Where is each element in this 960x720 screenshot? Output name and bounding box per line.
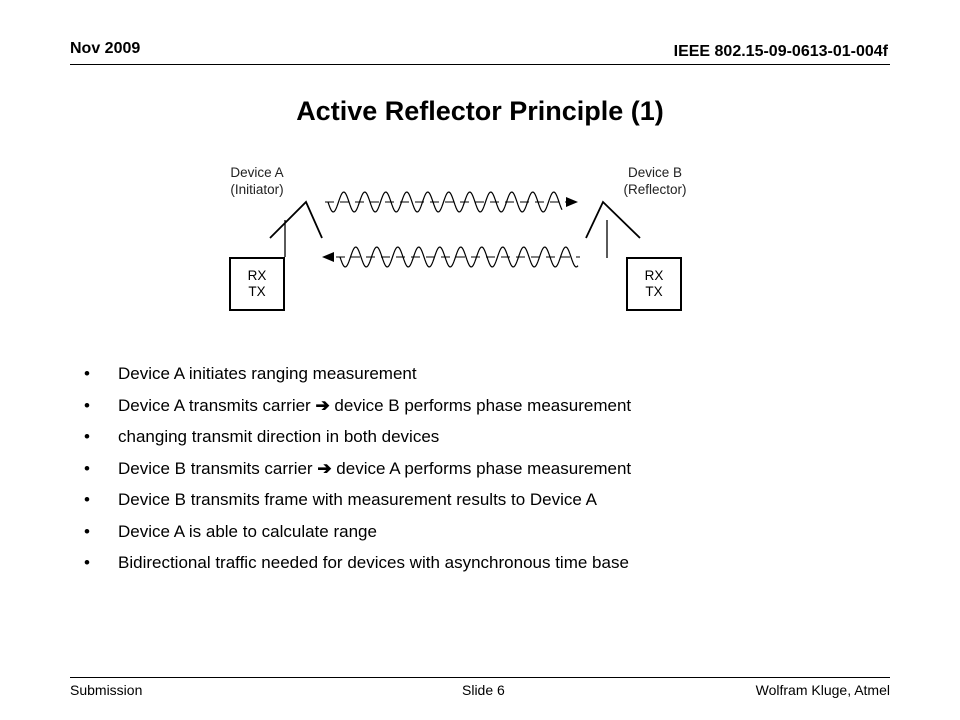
wave-a-to-b: [327, 191, 563, 213]
device-b-transceiver-box: RX TX: [626, 257, 682, 311]
bullet-text: Device A initiates ranging measurement: [118, 364, 417, 383]
bullet-icon: •: [84, 427, 90, 446]
device-a-name: Device A: [230, 165, 284, 180]
slide-title: Active Reflector Principle (1): [296, 96, 664, 126]
device-a-rx: RX: [247, 268, 267, 283]
bullet-item: • Device B transmits frame with measureme…: [84, 484, 631, 516]
bullet-text-after: device B performs phase measurement: [329, 395, 632, 415]
bullet-text: Device B transmits carrier: [118, 458, 318, 478]
antenna-b-arms: [585, 200, 641, 239]
bullet-text: Device A is able to calculate range: [118, 521, 377, 541]
reflector-diagram: Device A (Initiator) Device B (Reflector…: [200, 158, 720, 328]
footer-divider: [70, 677, 890, 678]
right-arrow-icon: ➔: [315, 395, 330, 415]
header-divider: [70, 64, 890, 65]
arrow-a-to-b-icon: [566, 197, 578, 207]
device-b-rx: RX: [644, 268, 664, 283]
bullet-item: • Device A is able to calculate range: [84, 516, 631, 548]
bullet-icon: •: [84, 395, 90, 415]
bullet-text: Bidirectional traffic needed for devices…: [118, 553, 629, 572]
bullet-text-after: device A performs phase measurement: [331, 458, 632, 478]
bullet-item: • Bidirectional traffic needed for device…: [84, 547, 631, 579]
header-doc-id: IEEE 802.15-09-0613-01-004f: [673, 43, 888, 60]
device-a-label: Device A (Initiator): [212, 164, 302, 198]
wave-b-to-a: [339, 246, 579, 268]
bullet-icon: •: [84, 490, 90, 509]
bullet-icon: •: [84, 458, 90, 478]
bullet-icon: •: [84, 553, 90, 572]
device-a-transceiver-box: RX TX: [229, 257, 285, 311]
bullet-item: • Device A transmits carrier ➔ device B p…: [84, 390, 631, 422]
device-b-tx: TX: [645, 284, 663, 299]
diagram-drawing: [269, 191, 641, 268]
bullet-list: •Device A initiates ranging measurement …: [84, 358, 631, 579]
device-b-name: Device B: [627, 165, 683, 180]
arrow-b-to-a-icon: [322, 252, 334, 262]
antenna-a-arms: [269, 200, 323, 239]
device-b-role: (Reflector): [623, 182, 687, 197]
bullet-icon: •: [84, 364, 90, 383]
footer-submission: Submission: [70, 682, 143, 698]
bullet-icon: •: [84, 521, 90, 541]
footer-author: Wolfram Kluge, Atmel: [755, 682, 890, 698]
device-b-label: Device B (Reflector): [605, 164, 705, 198]
bullet-item: • Device A initiates ranging measurement: [84, 358, 631, 390]
bullet-item: • Device B transmits carrier ➔ device A p…: [84, 453, 631, 485]
header-date: Nov 2009: [70, 40, 141, 57]
right-arrow-icon: ➔: [317, 458, 332, 478]
footer-slide-number: Slide 6: [462, 682, 505, 698]
device-a-tx: TX: [248, 284, 266, 299]
bullet-text: Device A transmits carrier: [118, 395, 316, 415]
device-a-role: (Initiator): [230, 182, 284, 197]
bullet-text: Device B transmits frame with measuremen…: [118, 490, 597, 509]
bullet-text: changing transmit direction in both devi…: [118, 427, 440, 446]
bullet-item: • changing transmit direction in both dev…: [84, 421, 631, 453]
